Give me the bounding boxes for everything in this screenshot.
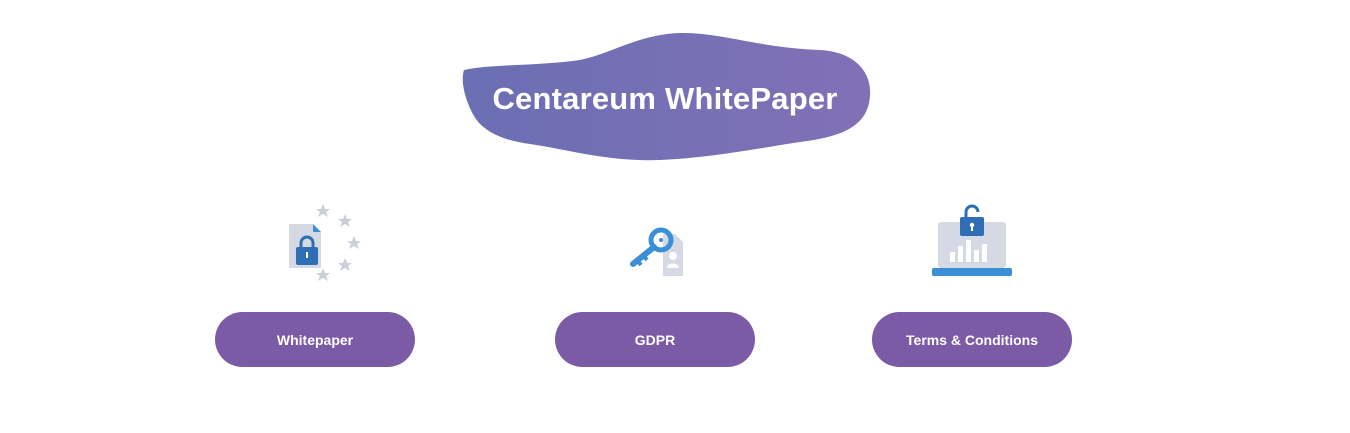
card-gdpr: GDPR <box>555 196 755 368</box>
whitepaper-button[interactable]: Whitepaper <box>215 312 415 367</box>
page-title: Centareum WhitePaper <box>492 81 838 116</box>
gdpr-button[interactable]: GDPR <box>555 312 755 367</box>
key-tag-icon <box>607 196 703 292</box>
terms-conditions-button[interactable]: Terms & Conditions <box>872 312 1072 367</box>
lock-document-stars-icon <box>267 196 363 292</box>
laptop-unlock-icon <box>924 196 1020 292</box>
card-terms: Terms & Conditions <box>872 196 1072 368</box>
brush-stroke-shape <box>462 32 871 161</box>
title-banner: Centareum WhitePaper <box>460 30 874 162</box>
card-whitepaper: Whitepaper <box>215 196 415 368</box>
